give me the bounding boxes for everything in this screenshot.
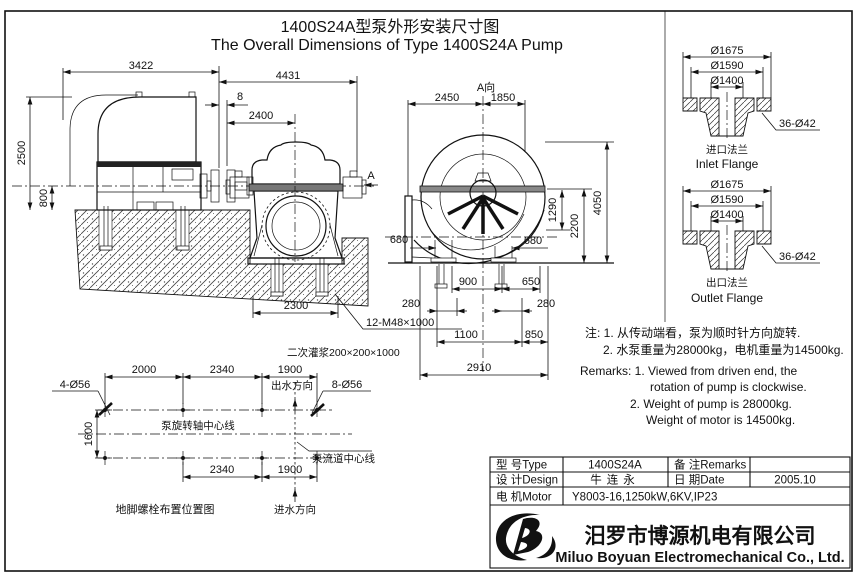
dim-680-left: 680 bbox=[390, 234, 408, 246]
note-en-3: 2. Weight of pump is 28000kg. bbox=[630, 397, 792, 411]
motor bbox=[69, 91, 202, 211]
design-label: 设 计Design bbox=[496, 474, 558, 487]
dim-680-right: 680 bbox=[524, 235, 542, 247]
note-en-4: Weight of motor is 14500kg. bbox=[646, 413, 795, 427]
inlet-flange-label-en: Inlet Flange bbox=[696, 157, 759, 171]
inlet-dim-bore: Ø1400 bbox=[710, 75, 743, 87]
sheet-border bbox=[4, 10, 853, 572]
company-name-zh: 汨罗市博源机电有限公司 bbox=[585, 524, 816, 548]
dim-280-left: 280 bbox=[402, 298, 420, 310]
company-name-en: Miluo Boyuan Electromechanical Co., Ltd. bbox=[555, 550, 844, 566]
dim-280-right: 280 bbox=[537, 298, 555, 310]
foundation-plan: 2000 2340 1900 1600 2340 1900 4-Ø56 8-Ø5… bbox=[52, 364, 375, 516]
dim-1850: 1850 bbox=[491, 92, 515, 104]
plan-bolts-right: 8-Ø56 bbox=[332, 379, 363, 391]
plan-caption: 地脚螺栓布置位置图 bbox=[116, 502, 215, 516]
coupling bbox=[199, 169, 254, 203]
plan-dim-1900-top: 1900 bbox=[278, 364, 302, 376]
company-logo bbox=[495, 513, 556, 561]
outlet-dim-bolt-circle: Ø1590 bbox=[710, 194, 743, 206]
plan-dim-2000: 2000 bbox=[132, 364, 156, 376]
dim-8: 8 bbox=[237, 91, 243, 103]
plan-dim-2340-bottom: 2340 bbox=[210, 464, 234, 476]
outlet-flange-section: Ø1675 Ø1590 Ø1400 36-Ø42 出口法兰 Outlet Fla… bbox=[682, 179, 820, 305]
inlet-flange-label-zh: 进口法兰 bbox=[706, 143, 748, 156]
dim-4431: 4431 bbox=[276, 70, 300, 82]
outlet-direction-label: 出水方向 bbox=[271, 379, 313, 392]
dim-800: 800 bbox=[38, 189, 50, 207]
axis-centerline-label: 泵旋转轴中心线 bbox=[161, 419, 235, 432]
pump-feet bbox=[430, 240, 517, 289]
plan-dim-2340-top: 2340 bbox=[210, 364, 234, 376]
dim-850: 850 bbox=[525, 329, 543, 341]
type-value: 1400S24A bbox=[588, 460, 642, 472]
dim-4050: 4050 bbox=[592, 191, 604, 215]
foundation-section bbox=[74, 209, 369, 307]
outlet-dim-outer: Ø1675 bbox=[710, 179, 743, 191]
dim-2910: 2910 bbox=[467, 362, 491, 374]
type-label: 型 号Type bbox=[496, 458, 547, 472]
motor-label: 电 机Motor bbox=[496, 490, 552, 504]
outlet-flange-label-zh: 出口法兰 bbox=[706, 276, 748, 289]
note-zh-1: 注: 1. 从传动端看，泵为顺时针方向旋转. bbox=[585, 325, 800, 340]
drawing-title: 1400S24A型泵外形安装尺寸图 The Overall Dimensions… bbox=[211, 18, 563, 54]
dim-2200: 2200 bbox=[569, 214, 581, 238]
title-zh: 1400S24A型泵外形安装尺寸图 bbox=[281, 18, 500, 36]
view-a-arrow-label: A bbox=[367, 170, 375, 182]
dim-1100: 1100 bbox=[454, 329, 478, 341]
dim-1290: 1290 bbox=[547, 198, 559, 222]
dim-2400: 2400 bbox=[249, 110, 273, 122]
grouting-label: 二次灌浆200×200×1000 bbox=[287, 346, 400, 359]
inlet-bolt-holes: 36-Ø42 bbox=[779, 118, 816, 130]
a-view: A向 bbox=[385, 80, 614, 380]
view-a-label: A向 bbox=[477, 80, 495, 94]
anchor-bolt-spec: 12-M48×1000 bbox=[366, 317, 434, 329]
plan-dim-1600: 1600 bbox=[83, 422, 95, 446]
dim-2300: 2300 bbox=[284, 300, 308, 312]
outlet-flange-label-en: Outlet Flange bbox=[691, 291, 763, 305]
outlet-bolt-holes: 36-Ø42 bbox=[779, 251, 816, 263]
outlet-dim-bore: Ø1400 bbox=[710, 209, 743, 221]
dim-2500: 2500 bbox=[16, 141, 28, 165]
inlet-flange-section: Ø1675 Ø1590 Ø1400 36-Ø42 进口法兰 Inlet Flan… bbox=[682, 45, 820, 171]
flow-centerline-label: 泵流道中心线 bbox=[312, 452, 375, 465]
dim-2450: 2450 bbox=[435, 92, 459, 104]
dim-3422: 3422 bbox=[129, 60, 153, 72]
note-en-2: rotation of pump is clockwise. bbox=[650, 380, 807, 394]
remarks-label: 备 注Remarks bbox=[674, 458, 746, 472]
note-zh-2: 2. 水泵重量为28000kg，电机重量为14500kg. bbox=[603, 343, 844, 357]
date-value: 2005.10 bbox=[774, 475, 816, 487]
side-view: A 3422 4431 8 2400 2500 800 2300 12-M48×… bbox=[12, 60, 462, 359]
title-block: 型 号Type 1400S24A 备 注Remarks 设 计Design 牛连… bbox=[489, 456, 851, 569]
volute-casing bbox=[404, 134, 546, 264]
motor-anchor-bolts bbox=[99, 206, 190, 251]
inlet-dim-outer: Ø1675 bbox=[710, 45, 743, 57]
side-view-dimensions bbox=[26, 66, 462, 330]
inlet-direction-label: 进水方向 bbox=[274, 503, 316, 516]
notes: 注: 1. 从传动端看，泵为顺时针方向旋转. 2. 水泵重量为28000kg，电… bbox=[580, 325, 844, 427]
plan-dimensions bbox=[52, 373, 371, 502]
inlet-dim-bolt-circle: Ø1590 bbox=[710, 60, 743, 72]
plan-bolts-left: 4-Ø56 bbox=[60, 379, 91, 391]
date-label: 日 期Date bbox=[674, 474, 725, 487]
design-value: 牛连永 bbox=[590, 473, 640, 487]
a-view-dimensions bbox=[407, 100, 614, 380]
anchor-bolt-marks bbox=[98, 403, 324, 465]
pump-casing-side bbox=[225, 114, 431, 265]
dim-900: 900 bbox=[459, 276, 477, 288]
plan-dim-1900-bottom: 1900 bbox=[278, 464, 302, 476]
motor-value: Y8003-16,1250kW,6KV,IP23 bbox=[572, 492, 717, 504]
title-en: The Overall Dimensions of Type 1400S24A … bbox=[211, 37, 563, 54]
note-en-1: Remarks: 1. Viewed from driven end, the bbox=[580, 364, 798, 378]
dim-650: 650 bbox=[522, 276, 540, 288]
